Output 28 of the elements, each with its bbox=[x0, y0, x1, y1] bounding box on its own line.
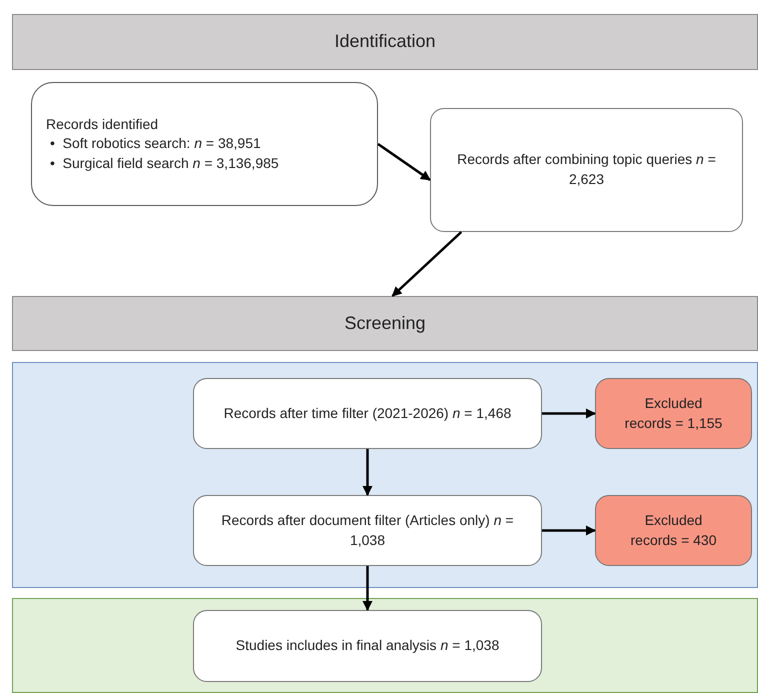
process-box bbox=[430, 108, 743, 232]
arrow bbox=[377, 142, 431, 181]
box-text: Excluded records = 430 bbox=[630, 510, 718, 550]
exclusion-box bbox=[595, 378, 752, 449]
stage-title: Screening bbox=[344, 312, 426, 335]
process-box bbox=[193, 378, 542, 449]
box-text: Studies includes in final analysis n = 1,038 bbox=[236, 636, 500, 656]
arrow bbox=[362, 566, 372, 611]
arrow bbox=[542, 526, 596, 536]
stage-header bbox=[12, 296, 758, 351]
process-box bbox=[193, 610, 542, 682]
stage-panel bbox=[12, 362, 758, 588]
arrow bbox=[392, 231, 462, 297]
box-text: Excluded records = 1,155 bbox=[624, 394, 724, 432]
exclusion-box bbox=[595, 495, 752, 566]
arrow bbox=[542, 408, 596, 418]
arrow bbox=[362, 449, 372, 496]
process-box bbox=[193, 495, 542, 566]
box-text: Records after combining topic queries n = 2,623 bbox=[456, 150, 717, 189]
process-box bbox=[31, 82, 378, 206]
stage-title: Identification bbox=[334, 30, 436, 54]
box-heading: Records identified bbox=[46, 114, 160, 134]
box-text: Records after document filter (Articles only) n = 1,038 bbox=[220, 510, 515, 550]
bullet-item: • Surgical field search n = 3,136,985 bbox=[50, 154, 280, 173]
box-text: Records after time filter (2021-2026) n = 1,468 bbox=[224, 404, 512, 423]
bullet-item: • Soft robotics search: n = 38,951 bbox=[50, 134, 262, 154]
stage-panel bbox=[12, 598, 758, 693]
stage-header bbox=[12, 14, 758, 70]
